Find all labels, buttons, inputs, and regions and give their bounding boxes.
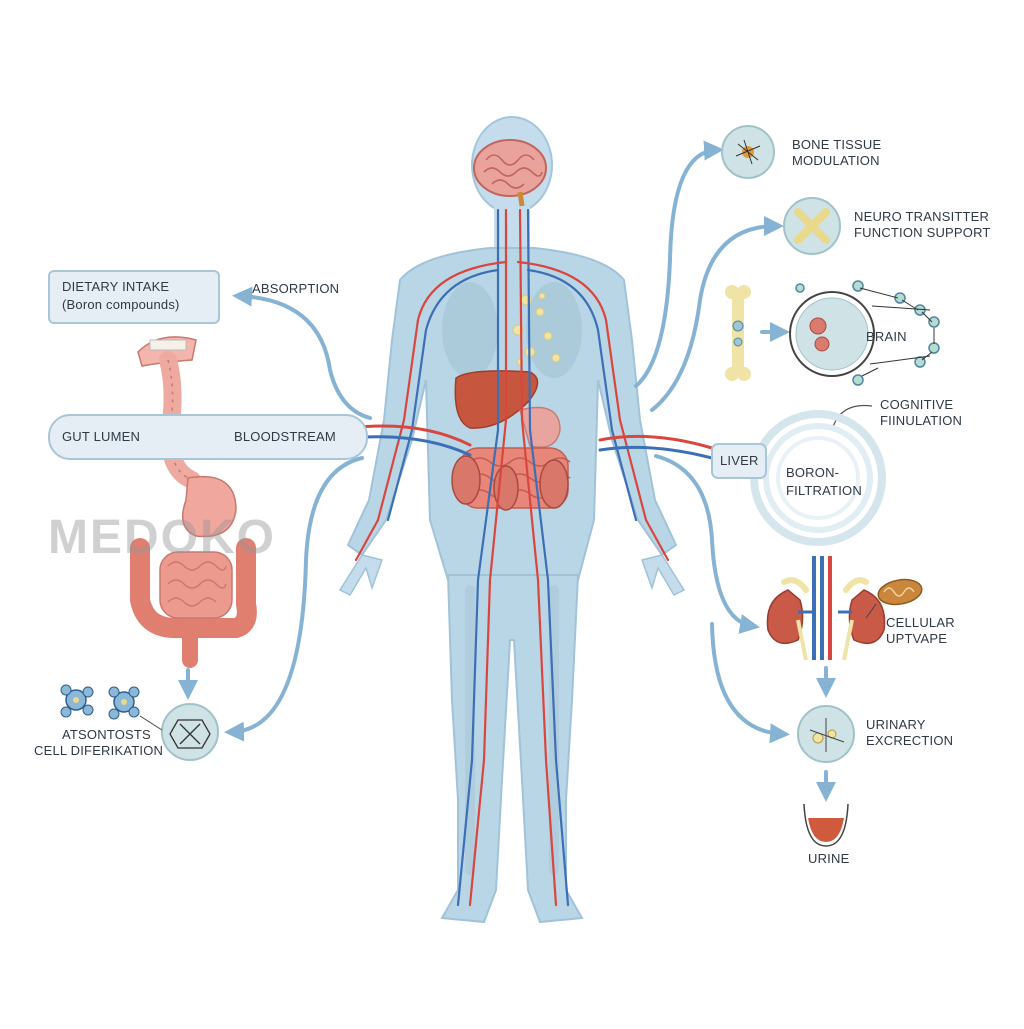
dietary-intake-label: DIETARY INTAKE xyxy=(62,278,169,295)
bone-icon xyxy=(725,285,751,381)
neuro-label-1: NEURO TRANSITTER xyxy=(854,208,989,225)
atsontosts-label: ATSONTOSTS xyxy=(62,726,151,743)
bloodstream-label: BLOODSTREAM xyxy=(234,428,336,445)
boron-filtration-label-2: FILTRATION xyxy=(786,482,862,499)
boron-filtration-label-1: BORON- xyxy=(786,464,839,481)
cognitive-label-1: COGNITIVE xyxy=(880,396,953,413)
gut-lumen-label: GUT LUMEN xyxy=(62,428,140,445)
boron-compounds-label: (Boron compounds) xyxy=(62,296,180,313)
neuro-label-2: FUNCTION SUPPORT xyxy=(854,224,991,241)
absorption-label: ABSORPTION xyxy=(252,280,339,297)
liver-label: LIVER xyxy=(720,452,759,469)
urinary-label-2: EXCRECTION xyxy=(866,732,953,749)
cognitive-label-2: FIINULATION xyxy=(880,412,962,429)
bone-tissue-label-1: BONE TISSUE xyxy=(792,136,881,153)
digestive-tract xyxy=(138,337,247,660)
neurotransmitter-icon xyxy=(784,198,840,254)
cellular-label-1: CELLULAR xyxy=(886,614,955,631)
kidneys-icon xyxy=(767,556,884,660)
cell-diff-label: CELL DIFERIKATION xyxy=(34,742,163,759)
human-body-figure xyxy=(340,117,712,922)
brain-cell-icon xyxy=(790,281,939,385)
watermark: MEDOKO xyxy=(48,510,276,565)
urine-label: URINE xyxy=(808,850,849,867)
intestines-organ xyxy=(452,448,570,510)
arrow-absorption xyxy=(240,296,370,418)
arrow-bone-tissue xyxy=(636,150,716,386)
bone-tissue-icon xyxy=(722,126,774,178)
bone-tissue-label-2: MODULATION xyxy=(792,152,880,169)
bladder-icon xyxy=(804,804,848,846)
urinary-excretion-icon xyxy=(798,706,854,762)
brain-label: BRAIN xyxy=(866,328,907,345)
urinary-label-1: URINARY xyxy=(866,716,926,733)
arrow-urinary xyxy=(712,624,782,734)
cellular-label-2: UPTVAPE xyxy=(886,630,947,647)
